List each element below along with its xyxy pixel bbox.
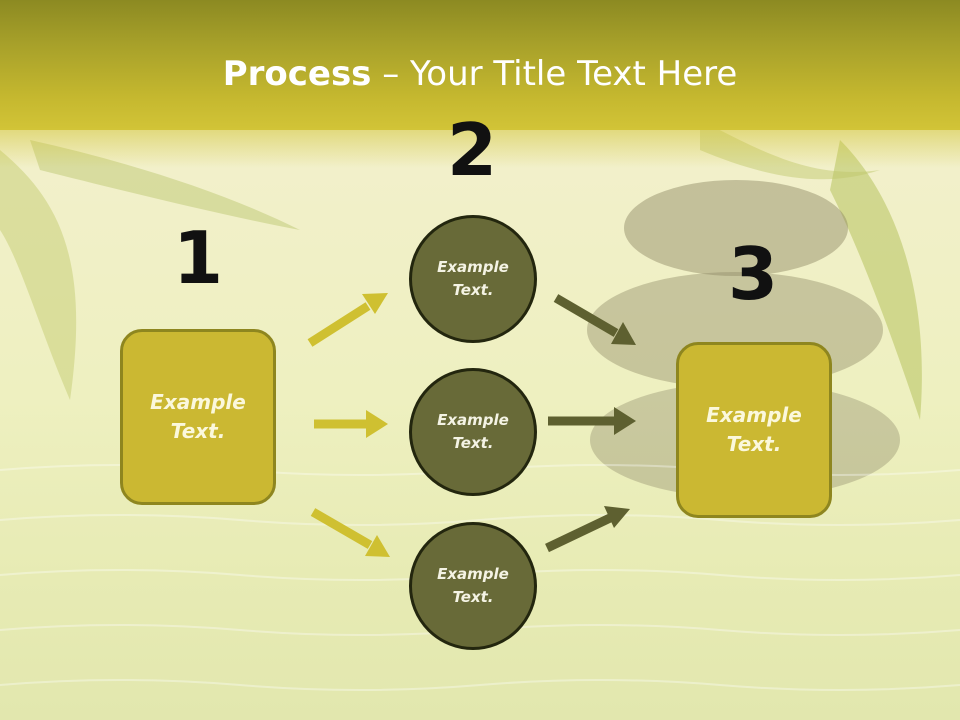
circle-bottom-text: Example Text. (437, 565, 509, 606)
step-number-2: 2 (446, 108, 498, 192)
arrow-up-right-right (545, 506, 630, 553)
title-bold: Process (222, 54, 372, 94)
arrow-up-right-left (307, 293, 388, 347)
circle-top-text: Example Text. (437, 258, 509, 299)
left-box-text: Example Text. (150, 390, 246, 443)
circle-center-text: Example Text. (437, 411, 509, 452)
title-band-fade (0, 128, 960, 168)
right-process-box: Example Text. (676, 342, 832, 518)
arrow-down-right-right (553, 294, 636, 345)
step-number-3: 3 (727, 232, 779, 316)
arrow-right-right (548, 407, 636, 435)
slide-title: Process – Your Title Text Here (0, 52, 960, 96)
middle-circle-bottom: Example Text. (409, 522, 537, 650)
arrow-down-right-left (310, 508, 390, 557)
middle-circle-top: Example Text. (409, 215, 537, 343)
right-box-text: Example Text. (706, 403, 802, 456)
left-process-box: Example Text. (120, 329, 276, 505)
middle-circle-center: Example Text. (409, 368, 537, 496)
title-rest: – Your Title Text Here (371, 54, 738, 94)
step-number-1: 1 (172, 216, 224, 300)
title-band (0, 0, 960, 130)
arrow-right-left (314, 410, 388, 438)
